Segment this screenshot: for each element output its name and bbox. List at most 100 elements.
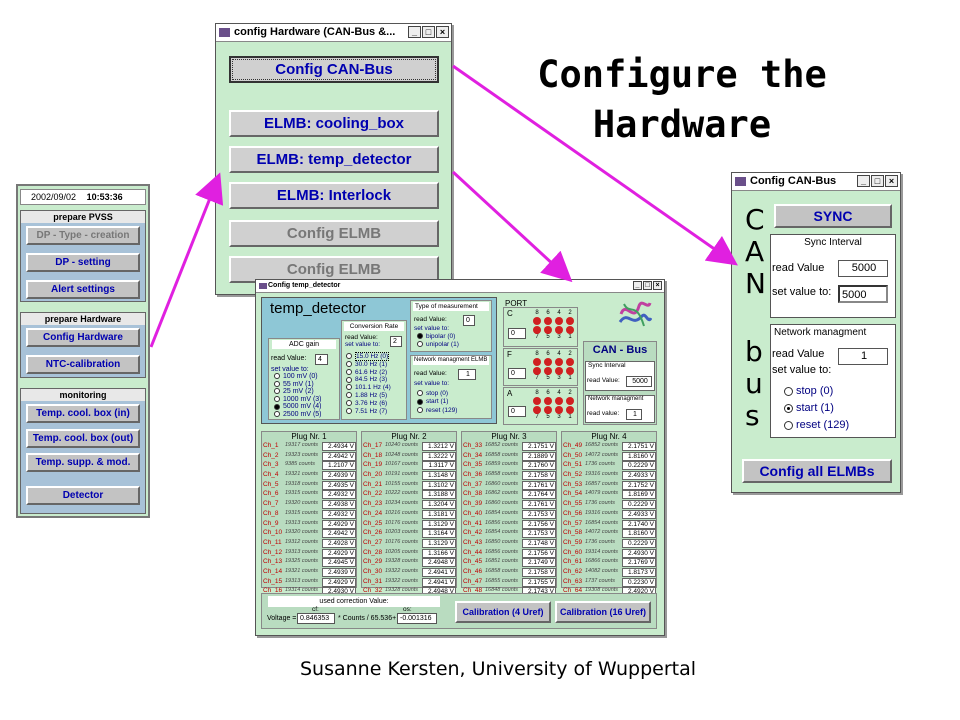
nm-option[interactable]: stop (0) (417, 390, 457, 398)
conv-option[interactable]: 101.1 Hz (4) (346, 384, 391, 392)
close-icon[interactable]: × (653, 281, 662, 290)
port-led-indicator (544, 358, 552, 366)
config-all-elmbs-button[interactable]: Config all ELMBs (742, 459, 892, 483)
can-nm-box (585, 395, 655, 423)
adc-option[interactable]: 1000 mV (3) (274, 396, 322, 404)
alert-settings-button[interactable]: Alert settings (26, 280, 140, 299)
sync-button[interactable]: SYNC (774, 204, 892, 228)
minimize-icon[interactable]: _ (408, 26, 421, 38)
radio-icon[interactable] (346, 361, 352, 368)
conv-option[interactable]: 3.76 Hz (6) (346, 400, 391, 408)
nm-option[interactable]: start (1) (417, 398, 457, 406)
adc-option[interactable]: 2500 mV (5) (274, 411, 322, 419)
port-letter: A (507, 389, 513, 398)
radio-icon[interactable] (784, 386, 793, 396)
channel-name: Ch_5 (263, 480, 279, 488)
adc-option[interactable]: 25 mV (2) (274, 388, 322, 396)
adc-option[interactable]: 55 mV (1) (274, 381, 322, 389)
port-led-indicator (533, 406, 541, 414)
radio-icon[interactable] (346, 384, 352, 391)
conv-option[interactable]: 7.51 Hz (7) (346, 408, 391, 416)
calibration-4-uref-button[interactable]: Calibration (4 Uref) (455, 601, 551, 623)
detector-button[interactable]: Detector (26, 486, 140, 505)
channel-counts: 16859 counts (485, 461, 519, 468)
meas-option[interactable]: bipolar (0) (417, 333, 459, 341)
radio-icon[interactable] (274, 411, 280, 418)
channel-voltage: 2.1760 V (522, 461, 556, 471)
channel-name: Ch_55 (563, 500, 583, 508)
config-elmb-button-2[interactable]: Config ELMB (229, 256, 439, 283)
conv-option[interactable]: 15.0 Hz (0) (346, 352, 391, 361)
nm-option[interactable]: reset (129) (417, 407, 457, 415)
dp-setting-button[interactable]: DP - setting (26, 253, 140, 272)
radio-icon[interactable] (346, 368, 352, 375)
radio-selected-icon[interactable] (417, 398, 423, 405)
can-letter: C (745, 203, 765, 236)
channel-name: Ch_59 (563, 538, 583, 546)
port-led-indicator (555, 358, 563, 366)
radio-icon[interactable] (346, 353, 352, 360)
elmb-cooling-box-button[interactable]: ELMB: cooling_box (229, 110, 439, 137)
ntc-calibration-button[interactable]: NTC-calibration (26, 355, 140, 374)
minimize-icon[interactable]: _ (857, 175, 870, 187)
minimize-icon[interactable]: _ (633, 281, 642, 290)
conv-option-label: 30.0 Hz (1) (355, 360, 388, 368)
adc-option[interactable]: 5000 mV (4) (274, 403, 322, 411)
config-can-bus-button[interactable]: Config CAN-Bus (229, 56, 439, 83)
config-elmb-button-1[interactable]: Config ELMB (229, 220, 439, 247)
adc-option[interactable]: 100 mV (0) (274, 373, 322, 381)
port-bit-number: 4 (557, 310, 561, 316)
conv-option[interactable]: 84.5 Hz (3) (346, 376, 391, 384)
maximize-icon[interactable]: □ (643, 281, 652, 290)
maximize-icon[interactable]: □ (871, 175, 884, 187)
radio-icon[interactable] (346, 407, 352, 414)
config-hardware-button[interactable]: Config Hardware (26, 328, 140, 347)
radio-icon[interactable] (346, 376, 352, 383)
channel-counts: 9385 counts (285, 461, 315, 468)
option-reset[interactable]: reset (129) (784, 419, 849, 431)
maximize-icon[interactable]: □ (422, 26, 435, 38)
port-bit-number: 4 (557, 390, 561, 396)
radio-icon[interactable] (274, 388, 280, 395)
radio-icon[interactable] (417, 390, 423, 397)
dp-type-creation-button[interactable]: DP - Type - creation (26, 226, 140, 245)
radio-icon[interactable] (274, 373, 280, 380)
conv-set-label: set value to: (345, 341, 381, 348)
port-bit-number: 3 (557, 375, 561, 381)
radio-selected-icon[interactable] (274, 403, 280, 410)
close-icon[interactable]: × (436, 26, 449, 38)
radio-icon[interactable] (417, 341, 423, 348)
radio-icon[interactable] (346, 392, 352, 399)
radio-icon[interactable] (274, 395, 280, 402)
option-start[interactable]: start (1) (784, 402, 834, 414)
close-icon[interactable]: × (885, 175, 898, 187)
sync-set-value-input[interactable]: 5000 (838, 285, 888, 303)
conv-option[interactable]: 30.0 Hz (1) (346, 361, 391, 369)
radio-icon[interactable] (346, 400, 352, 407)
port-led-indicator (555, 317, 563, 325)
conv-option[interactable]: 61.6 Hz (2) (346, 369, 391, 377)
radio-selected-icon[interactable] (417, 333, 423, 340)
channel-name: Ch_45 (463, 558, 483, 566)
temp-cool-box-in-button[interactable]: Temp. cool. box (in) (26, 404, 140, 423)
elmb-interlock-button[interactable]: ELMB: Interlock (229, 182, 439, 209)
temp-cool-box-out-button[interactable]: Temp. cool. box (out) (26, 429, 140, 448)
option-stop[interactable]: stop (0) (784, 385, 833, 397)
temp-supp-mod-button[interactable]: Temp. supp. & mod. (26, 453, 140, 472)
channel-counts: 19321 counts (285, 567, 319, 574)
radio-icon[interactable] (417, 407, 423, 414)
time-text: 10:53:36 (86, 192, 123, 202)
conv-option[interactable]: 1.88 Hz (5) (346, 392, 391, 400)
radio-selected-icon[interactable] (784, 403, 793, 413)
elmb-temp-detector-button[interactable]: ELMB: temp_detector (229, 146, 439, 173)
channel-name: Ch_11 (263, 538, 282, 546)
option-label: start (1) (796, 402, 834, 414)
radio-icon[interactable] (274, 380, 280, 387)
radio-icon[interactable] (784, 420, 793, 430)
channel-name: Ch_14 (263, 567, 283, 575)
calibration-16-uref-button[interactable]: Calibration (16 Uref) (555, 601, 651, 623)
meas-option[interactable]: unipolar (1) (417, 341, 459, 349)
